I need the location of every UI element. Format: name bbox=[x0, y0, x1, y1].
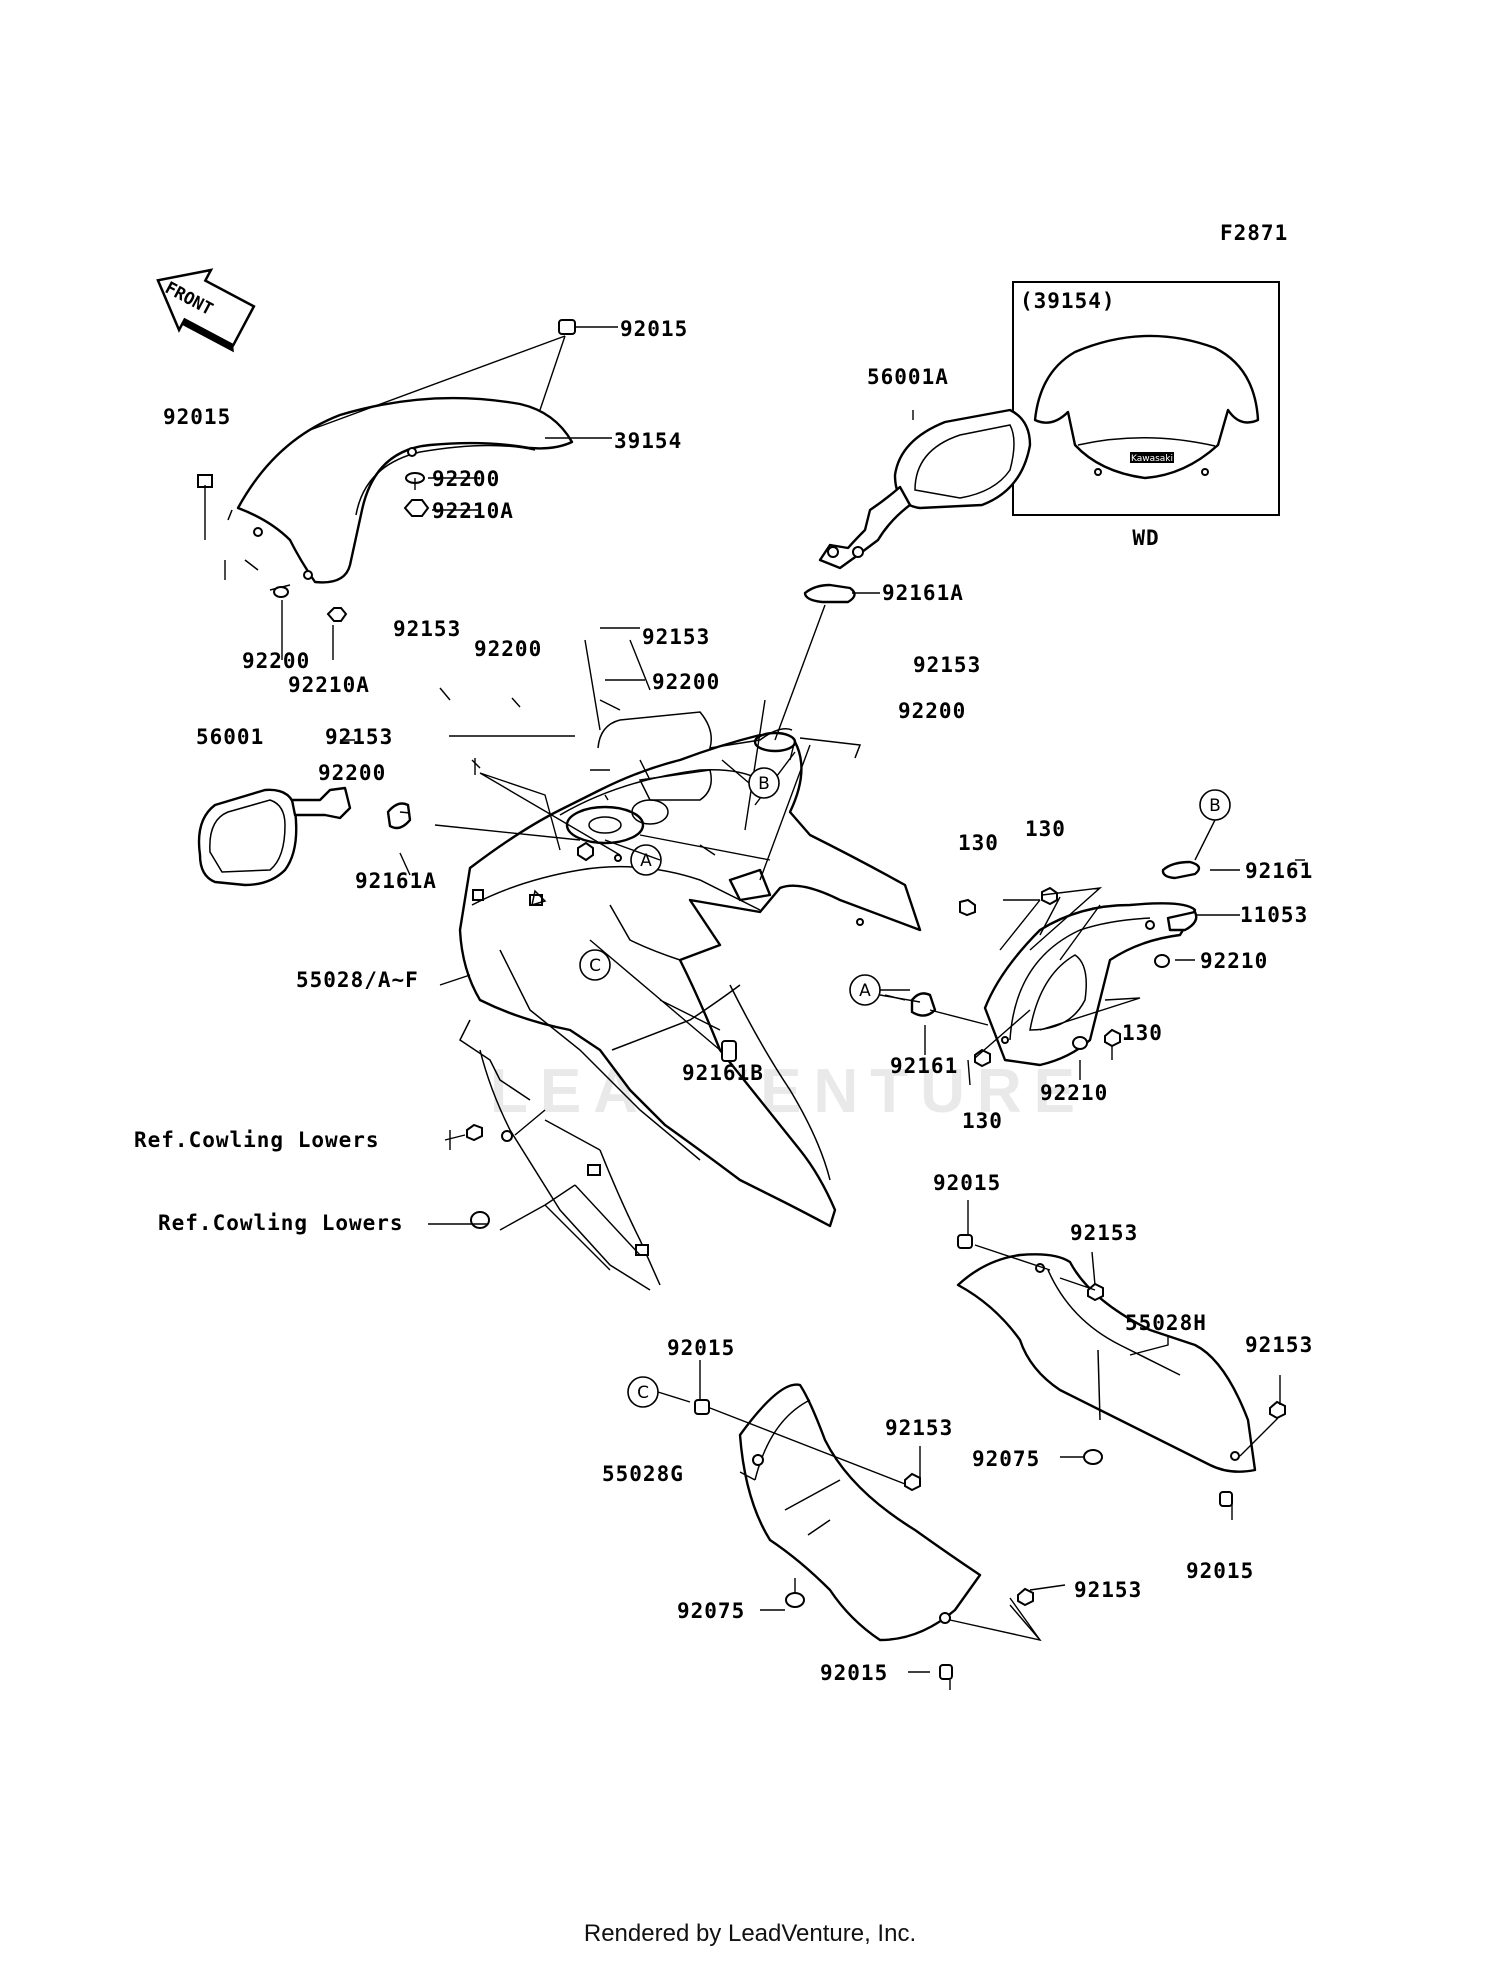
front-arrow-icon: FRONT bbox=[156, 268, 256, 353]
label-55028g: 55028G bbox=[602, 1462, 684, 1486]
label-130: 130 bbox=[1025, 817, 1066, 841]
label-92153: 92153 bbox=[393, 617, 461, 641]
windshield-part bbox=[227, 396, 574, 591]
label-56001: 56001 bbox=[196, 725, 264, 749]
label-92161: 92161 bbox=[1245, 859, 1313, 883]
callout-c-2: C bbox=[627, 1376, 659, 1408]
label-92200: 92200 bbox=[898, 699, 966, 723]
side-panel-left-part bbox=[738, 1383, 982, 1642]
svg-text:A: A bbox=[859, 981, 871, 1001]
label-39154: 39154 bbox=[614, 429, 682, 453]
label-ref-cowling-lowers: Ref.Cowling Lowers bbox=[158, 1211, 404, 1235]
label-92200: 92200 bbox=[474, 637, 542, 661]
label-92200: 92200 bbox=[432, 467, 500, 491]
label-92200: 92200 bbox=[318, 761, 386, 785]
label-11053: 11053 bbox=[1240, 903, 1308, 927]
svg-text:B: B bbox=[1209, 796, 1221, 816]
label-92210: 92210 bbox=[1200, 949, 1268, 973]
label-92200: 92200 bbox=[242, 649, 310, 673]
label-92153: 92153 bbox=[1070, 1221, 1138, 1245]
inner-bracket-part bbox=[983, 902, 1198, 1067]
label-92210a: 92210A bbox=[432, 499, 514, 523]
inset-caption: WD bbox=[1132, 526, 1159, 550]
leader-lines bbox=[204, 326, 1305, 1690]
label-92015: 92015 bbox=[820, 1661, 888, 1685]
label-130: 130 bbox=[958, 831, 999, 855]
svg-text:B: B bbox=[758, 774, 770, 794]
render-credit: Rendered by LeadVenture, Inc. bbox=[583, 1920, 917, 1947]
label-55028h: 55028H bbox=[1125, 1311, 1207, 1335]
windshield-inset: (39154) Kawasaki WD bbox=[1012, 281, 1280, 550]
label-92075: 92075 bbox=[677, 1599, 745, 1623]
label-92015: 92015 bbox=[667, 1336, 735, 1360]
svg-text:C: C bbox=[589, 956, 601, 976]
label-92210a: 92210A bbox=[288, 673, 370, 697]
label-92015: 92015 bbox=[933, 1171, 1001, 1195]
label-92075: 92075 bbox=[972, 1447, 1040, 1471]
part-labels: 92015 92015 39154 92200 92210A 92200 922… bbox=[134, 317, 1313, 1685]
label-92015: 92015 bbox=[1186, 1559, 1254, 1583]
upper-cowling-part bbox=[458, 711, 922, 1291]
label-92015: 92015 bbox=[163, 405, 231, 429]
callout-a-2: A bbox=[849, 974, 881, 1006]
label-92153: 92153 bbox=[885, 1416, 953, 1440]
figure-id: F2871 bbox=[1220, 221, 1288, 245]
callout-b-2: B bbox=[1199, 789, 1231, 821]
mirror-left-part bbox=[197, 786, 352, 887]
label-92153: 92153 bbox=[325, 725, 393, 749]
watermark: LEADVENTURE bbox=[490, 1057, 1087, 1126]
label-92200: 92200 bbox=[652, 670, 720, 694]
callout-c-1: C bbox=[579, 949, 611, 981]
label-92153: 92153 bbox=[1074, 1578, 1142, 1602]
inset-brand: Kawasaki bbox=[1131, 454, 1173, 464]
label-92015: 92015 bbox=[620, 317, 688, 341]
callout-b-1: B bbox=[748, 767, 780, 799]
label-92210: 92210 bbox=[1040, 1081, 1108, 1105]
label-92161a: 92161A bbox=[355, 869, 437, 893]
svg-text:C: C bbox=[637, 1383, 649, 1403]
callout-a-1: A bbox=[630, 844, 662, 876]
label-130: 130 bbox=[962, 1109, 1003, 1133]
label-ref-cowling-lowers: Ref.Cowling Lowers bbox=[134, 1128, 380, 1152]
side-panel-right-part bbox=[956, 1253, 1257, 1473]
label-55028-a-f: 55028/A~F bbox=[296, 968, 419, 992]
label-92161b: 92161B bbox=[682, 1061, 764, 1085]
label-56001a: 56001A bbox=[867, 365, 949, 389]
label-92153: 92153 bbox=[1245, 1333, 1313, 1357]
label-92153: 92153 bbox=[913, 653, 981, 677]
inset-title: (39154) bbox=[1020, 289, 1116, 313]
inset-brand-badge bbox=[1130, 452, 1174, 463]
label-92161: 92161 bbox=[890, 1054, 958, 1078]
label-92161a: 92161A bbox=[882, 581, 964, 605]
label-130: 130 bbox=[1122, 1021, 1163, 1045]
label-92153: 92153 bbox=[642, 625, 710, 649]
mirror-right-part bbox=[818, 408, 1032, 570]
